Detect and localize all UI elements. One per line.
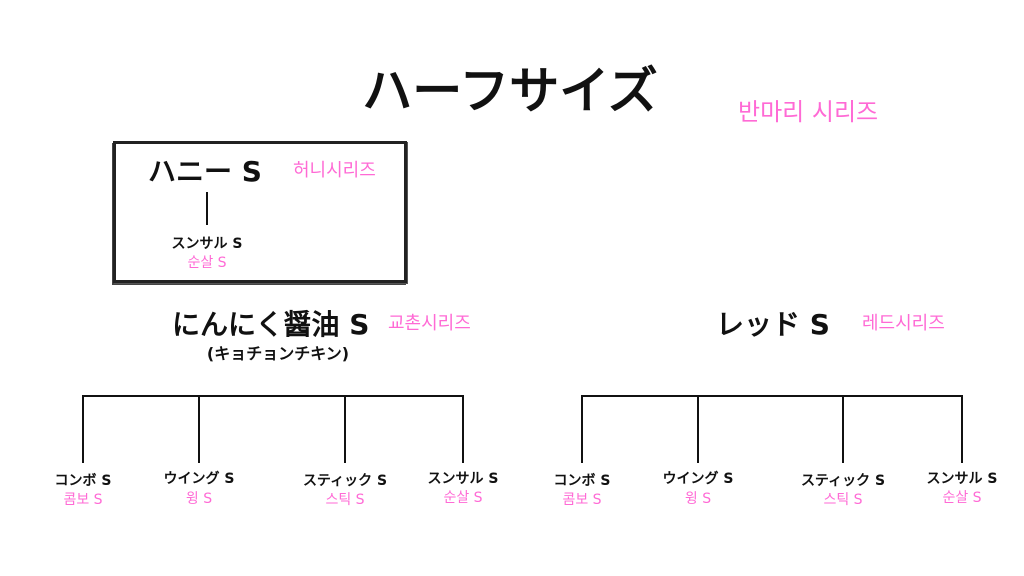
leaf-name: スンサル S	[427, 471, 499, 487]
leaf-korean: 순살 S	[942, 490, 982, 506]
tree-branch-line	[82, 395, 84, 463]
tree-branch-line	[697, 395, 699, 463]
honey-box	[113, 141, 407, 283]
tree-branch-line	[462, 395, 464, 463]
leaf-name: コンボ S	[553, 473, 611, 489]
leaf-name: ウイング S	[163, 471, 235, 487]
honey-child-name: スンサル S	[171, 236, 243, 252]
leaf-korean: 스틱 S	[823, 492, 863, 508]
tree-horizontal-line	[582, 395, 963, 397]
tree-branch-line	[581, 395, 583, 463]
leaf-korean: 스틱 S	[325, 492, 365, 508]
leaf-korean: 윙 S	[185, 491, 213, 507]
leaf-name: スティック S	[800, 473, 886, 489]
connector-line	[206, 192, 208, 225]
leaf-name: ウイング S	[662, 471, 734, 487]
leaf-korean: 콤보 S	[63, 492, 103, 508]
tree-branch-line	[198, 395, 200, 463]
kyochon-title: にんにく醤油 S	[172, 308, 370, 341]
leaf-name: スティック S	[302, 473, 388, 489]
leaf-korean: 윙 S	[684, 491, 712, 507]
leaf-korean: 순살 S	[443, 490, 483, 506]
red-title: レッド S	[716, 308, 830, 341]
tree-branch-line	[842, 395, 844, 463]
tree-horizontal-line	[83, 395, 464, 397]
title-korean: 반마리 시리즈	[738, 98, 879, 126]
honey-title: ハニー S	[148, 155, 262, 188]
leaf-name: スンサル S	[926, 471, 998, 487]
leaf-korean: 콤보 S	[562, 492, 602, 508]
honey-child-korean: 순살 S	[187, 255, 227, 271]
tree-branch-line	[961, 395, 963, 463]
kyochon-korean: 교촌시리즈	[388, 313, 471, 334]
kyochon-subtitle: (キョチョンチキン)	[206, 344, 350, 363]
tree-branch-line	[344, 395, 346, 463]
title: ハーフサイズ	[362, 62, 658, 120]
leaf-name: コンボ S	[54, 473, 112, 489]
red-korean: 레드시리즈	[862, 313, 945, 334]
honey-korean: 허니시리즈	[293, 160, 376, 181]
